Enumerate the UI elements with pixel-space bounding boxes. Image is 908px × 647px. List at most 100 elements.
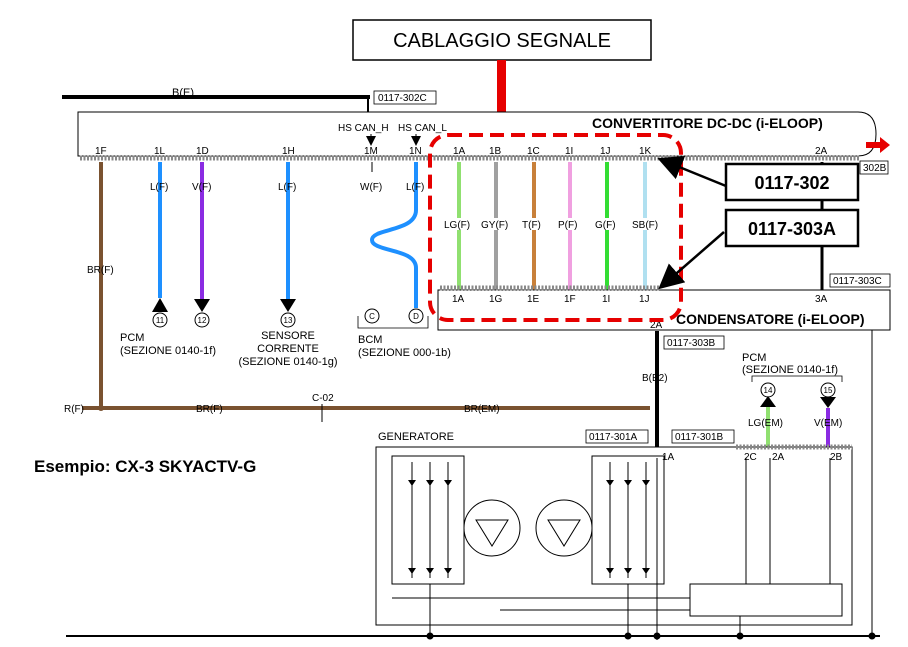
- regulator-box: [689, 583, 843, 617]
- label-br-f-left: BR(F): [87, 265, 114, 276]
- ref-pcm-1: PCM: [120, 332, 144, 344]
- ref-sensor-section: (SEZIONE 0140-1g): [238, 356, 337, 368]
- label-w-f: W(F): [360, 182, 382, 193]
- red-arrow-right-icon: [866, 137, 890, 153]
- gen-pin-2a: 2A: [772, 452, 785, 463]
- label-0117-303c: 0117-303C: [833, 276, 882, 287]
- label-l-f-1n: L(F): [406, 182, 424, 193]
- label-0117-302c: 0117-302C: [378, 93, 427, 104]
- label-hs-can-h: HS CAN_H: [338, 123, 389, 134]
- callout-0117-302: 0117-302: [754, 173, 829, 193]
- capacitor-box: [437, 289, 891, 331]
- pin-cap-1a: 1A: [452, 294, 465, 305]
- connector-0117-303c: [829, 273, 891, 288]
- capacitor-pins: 1A 1G 1E 1F 1I 1J 3A 2A: [452, 294, 828, 331]
- label-bg: [480, 218, 514, 230]
- pin-1l: 1L: [154, 146, 166, 157]
- label-bg: [521, 218, 549, 230]
- label-bg: [557, 218, 585, 230]
- marker-12: [194, 312, 210, 328]
- diode-icon: [606, 480, 614, 486]
- marker-13-label: 13: [284, 316, 293, 325]
- label-hs-can-l: HS CAN_L: [398, 123, 447, 134]
- label-br-f-mid: BR(F): [196, 404, 223, 415]
- marker-13: [280, 312, 296, 328]
- ref-bcm-section: (SEZIONE 000-1b): [358, 347, 451, 359]
- junction: [653, 632, 661, 640]
- ref-markers: 11 12 13 C D: [152, 308, 424, 328]
- label-l-f-1h: L(F): [278, 182, 296, 193]
- label-br-em: BR(EM): [464, 404, 500, 415]
- diode-icon: [408, 480, 416, 486]
- label-c-02: C-02: [312, 393, 334, 404]
- signal-harness-title-box: [352, 19, 652, 61]
- pin-1f: 1F: [95, 146, 107, 157]
- pin-cap-1f: 1F: [564, 294, 576, 305]
- pin-cap-1g: 1G: [489, 294, 503, 305]
- pin-1b: 1B: [489, 146, 502, 157]
- connector-0117-302c: [373, 90, 437, 105]
- converter-label: CONVERTITORE DC-DC (i-ELOOP): [592, 115, 823, 131]
- pin-1i: 1I: [565, 146, 573, 157]
- label-lg-f: LG(F): [444, 220, 470, 231]
- diode-icon: [426, 480, 434, 486]
- callout-pointer-1: [657, 155, 727, 188]
- label-l-f-1l: L(F): [150, 182, 168, 193]
- label-bg: [631, 218, 663, 230]
- pin-1n: 1N: [409, 146, 422, 157]
- label-lg-em: LG(EM): [748, 418, 783, 429]
- callout-0117-303a: 0117-303A: [748, 219, 836, 239]
- pcm2-arrow-up-icon: [760, 396, 776, 407]
- label-0117-303b: 0117-303B: [667, 338, 716, 349]
- ref-sensor-1: SENSORE: [261, 330, 315, 342]
- pcm-arrow-down-icon: [194, 299, 210, 312]
- diode-icon: [444, 480, 452, 486]
- diode-icon: [642, 568, 650, 574]
- pin-cap-3a: 3A: [815, 294, 828, 305]
- gen-pin-1a: 1A: [662, 452, 675, 463]
- label-p-f: P(F): [558, 220, 577, 231]
- label-t-f: T(F): [522, 220, 541, 231]
- winding-right: [547, 519, 581, 547]
- pin-cap-2a: 2A: [650, 320, 663, 331]
- bcm-bracket: [357, 316, 429, 329]
- marker-c-label: C: [369, 312, 375, 321]
- marker-14-label: 14: [764, 386, 773, 395]
- ref-pcm-1-section: (SEZIONE 0140-1f): [120, 345, 216, 357]
- marker-d-label: D: [413, 312, 419, 321]
- callout-box-0117-303a: [724, 208, 860, 248]
- label-v-em: V(EM): [814, 418, 842, 429]
- ref-bcm: BCM: [358, 334, 382, 346]
- sensor-arrow-down-icon: [280, 299, 296, 312]
- callout-box-0117-302: [724, 162, 860, 202]
- label-gy-f: GY(F): [481, 220, 508, 231]
- marker-12-label: 12: [198, 316, 207, 325]
- diode-icon: [624, 568, 632, 574]
- marker-11: [152, 312, 168, 328]
- example-note: Esempio: CX-3 SKYACTV-G: [34, 457, 256, 476]
- ref-pcm-2-section: (SEZIONE 0140-1f): [742, 364, 838, 376]
- generator-label: GENERATORE: [378, 431, 454, 443]
- diode-icon: [624, 480, 632, 486]
- pcm2-bracket: [751, 375, 843, 382]
- red-arrow-shaft: [497, 60, 506, 116]
- pcm-arrow-up-icon: [152, 298, 168, 312]
- junction-br: [98, 405, 104, 411]
- pin-1m: 1M: [364, 146, 378, 157]
- pin-1h: 1H: [282, 146, 295, 157]
- pin-2a-top: 2A: [815, 146, 828, 157]
- signal-harness-title: CABLAGGIO SEGNALE: [393, 30, 611, 52]
- pin-1d: 1D: [196, 146, 209, 157]
- connector-0117-301b: [671, 429, 735, 444]
- stator-right: [535, 499, 593, 557]
- pcm2-arrow-down-icon: [820, 397, 836, 408]
- signal-wire-labels: LG(F) GY(F) T(F) P(F) G(F) SB(F): [442, 218, 663, 231]
- marker-c: [364, 308, 380, 324]
- ref-pcm-2: PCM: [742, 352, 766, 364]
- pin-1c: 1C: [527, 146, 540, 157]
- generator-box: [375, 446, 853, 626]
- diode-icon: [444, 568, 452, 574]
- label-0117-301b: 0117-301B: [675, 432, 724, 443]
- pin-cap-1i: 1I: [602, 294, 610, 305]
